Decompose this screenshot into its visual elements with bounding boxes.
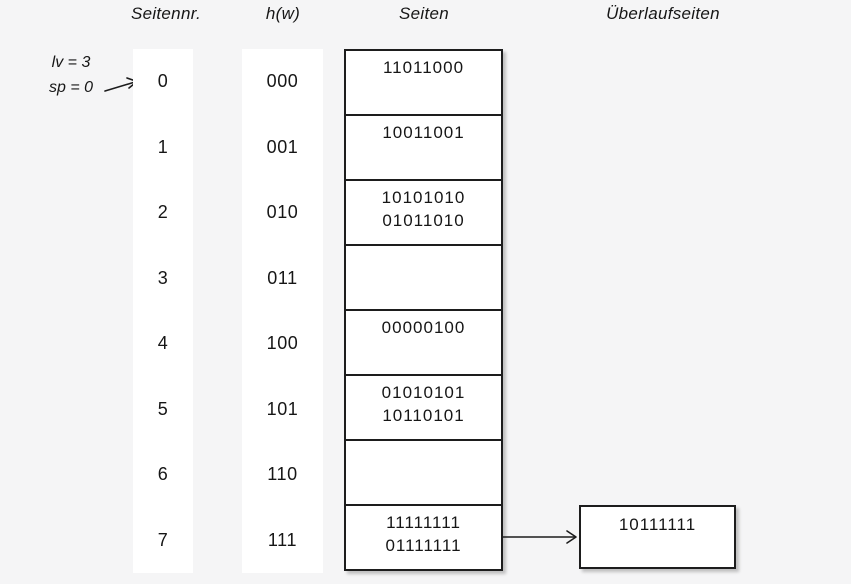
page-entry: 01010101 <box>381 383 466 402</box>
pages-box: 11011000 10011001 10101010 01011010 00000100… <box>344 49 503 571</box>
page-number-2: 2 <box>157 202 169 223</box>
page-entry: 11011000 <box>382 58 465 77</box>
page-entry: 00000100 <box>381 318 466 337</box>
page-number-0: 0 <box>157 71 169 92</box>
overflow-box: 10111111 <box>579 505 736 569</box>
page-entry: 01011010 <box>382 211 465 230</box>
page-number-7: 7 <box>157 529 169 550</box>
hash-value-001: 001 <box>266 136 299 157</box>
page-entry: 10110101 <box>382 406 465 425</box>
page-cell-4: 00000100 <box>346 311 501 376</box>
page-entry: 10011001 <box>382 123 465 142</box>
page-number-column: 0 1 2 3 4 5 6 7 <box>133 49 193 573</box>
page-entry: 10101010 <box>381 188 466 207</box>
overflow-arrow-icon <box>502 530 577 544</box>
page-entry: 11111111 <box>386 513 461 532</box>
hash-value-101: 101 <box>266 398 299 419</box>
column-header-seitennr: Seitennr. <box>130 4 202 23</box>
hash-value-000: 000 <box>266 71 299 92</box>
page-cell-0: 11011000 <box>346 51 501 116</box>
hash-value-011: 011 <box>267 267 298 288</box>
hash-value-111: 111 <box>267 529 298 550</box>
page-cell-5: 01010101 10110101 <box>346 376 501 441</box>
hash-value-110: 110 <box>267 464 298 485</box>
column-header-hash-function: h(w) <box>265 4 301 23</box>
page-number-4: 4 <box>157 333 169 354</box>
page-number-5: 5 <box>157 398 169 419</box>
page-cell-6 <box>346 441 501 506</box>
page-entry: 01111111 <box>385 536 462 555</box>
hash-value-column: 000 001 010 011 100 101 110 111 <box>242 49 323 573</box>
page-number-3: 3 <box>157 267 169 288</box>
page-number-6: 6 <box>157 464 169 485</box>
page-cell-2: 10101010 01011010 <box>346 181 501 246</box>
column-header-ueberlaufseiten: Überlaufseiten <box>606 4 720 23</box>
overflow-entry: 10111111 <box>618 515 697 534</box>
column-header-seiten: Seiten <box>398 4 450 23</box>
level-split-annotation: lv = 3 sp = 0 <box>36 50 106 100</box>
page-cell-1: 10011001 <box>346 116 501 181</box>
hash-value-100: 100 <box>266 333 299 354</box>
split-pointer-value: sp = 0 <box>48 79 94 96</box>
level-value: lv = 3 <box>51 54 91 71</box>
page-cell-3 <box>346 246 501 311</box>
page-number-1: 1 <box>157 136 169 157</box>
page-cell-7: 11111111 01111111 <box>346 506 501 569</box>
hash-value-010: 010 <box>266 202 299 223</box>
